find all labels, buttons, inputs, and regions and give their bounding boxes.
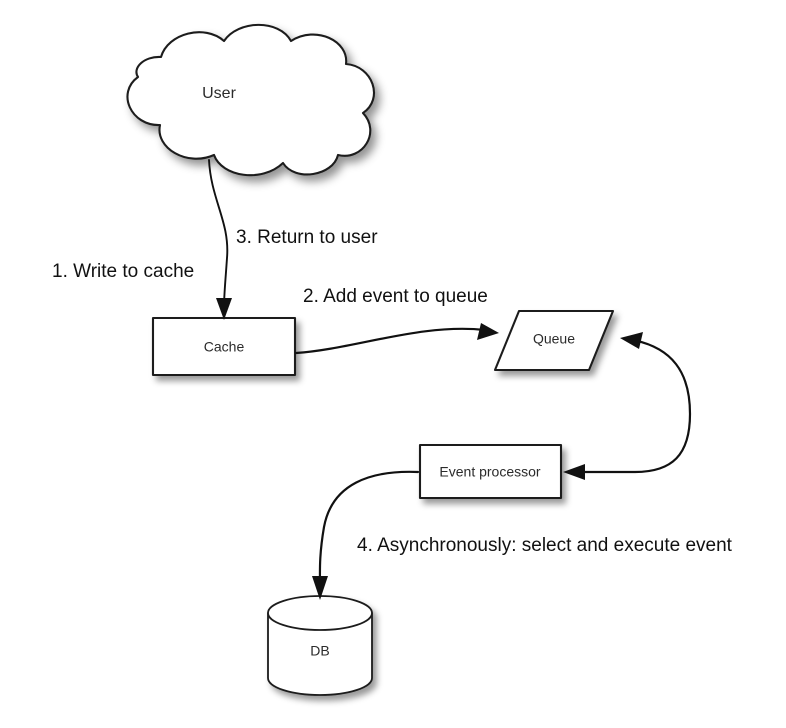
node-event-processor-label: Event processor [439,464,540,480]
edge-cache-to-queue-line [294,327,487,355]
node-event-processor[interactable]: Event processor [418,443,563,500]
cloud-shape [126,23,375,177]
event-processor-shape [418,443,563,500]
edge-label-asynchronously-select-and-execute-event: 4. Asynchronously: select and execute ev… [357,535,733,556]
edge-user-to-cache-arrowhead [216,298,232,320]
node-cache[interactable]: Cache [151,316,297,377]
edge-label-add-event-to-queue: 2. Add event to queue [303,286,488,307]
edge-loop-arrowhead-queue [620,332,643,349]
node-cache-label: Cache [204,339,245,355]
edge-event-processor-to-db [312,470,420,600]
edge-label-write-to-cache: 1. Write to cache [52,261,194,282]
node-user[interactable]: User [126,23,375,177]
db-cylinder-body [267,612,373,696]
node-db[interactable]: DB [267,595,373,696]
edge-queue-event-processor-line [576,338,692,474]
node-queue[interactable]: Queue [493,309,615,372]
edge-event-processor-to-db-line [318,470,420,587]
edge-label-return-to-user: 3. Return to user [236,227,378,248]
cache-shape [151,316,297,377]
queue-shape [493,309,615,372]
edge-cache-to-queue [294,323,499,355]
edge-loop-arrowhead-event-processor [563,464,585,480]
node-db-label: DB [310,643,329,659]
edge-cache-to-queue-arrowhead [477,323,499,340]
edge-user-to-cache [208,159,232,320]
db-cylinder-top [267,595,373,631]
edge-queue-event-processor-loop [563,332,692,480]
node-queue-label: Queue [533,331,575,347]
node-user-label: User [202,85,236,102]
edge-event-processor-to-db-arrowhead [312,576,328,600]
edge-user-to-cache-line [208,159,229,309]
